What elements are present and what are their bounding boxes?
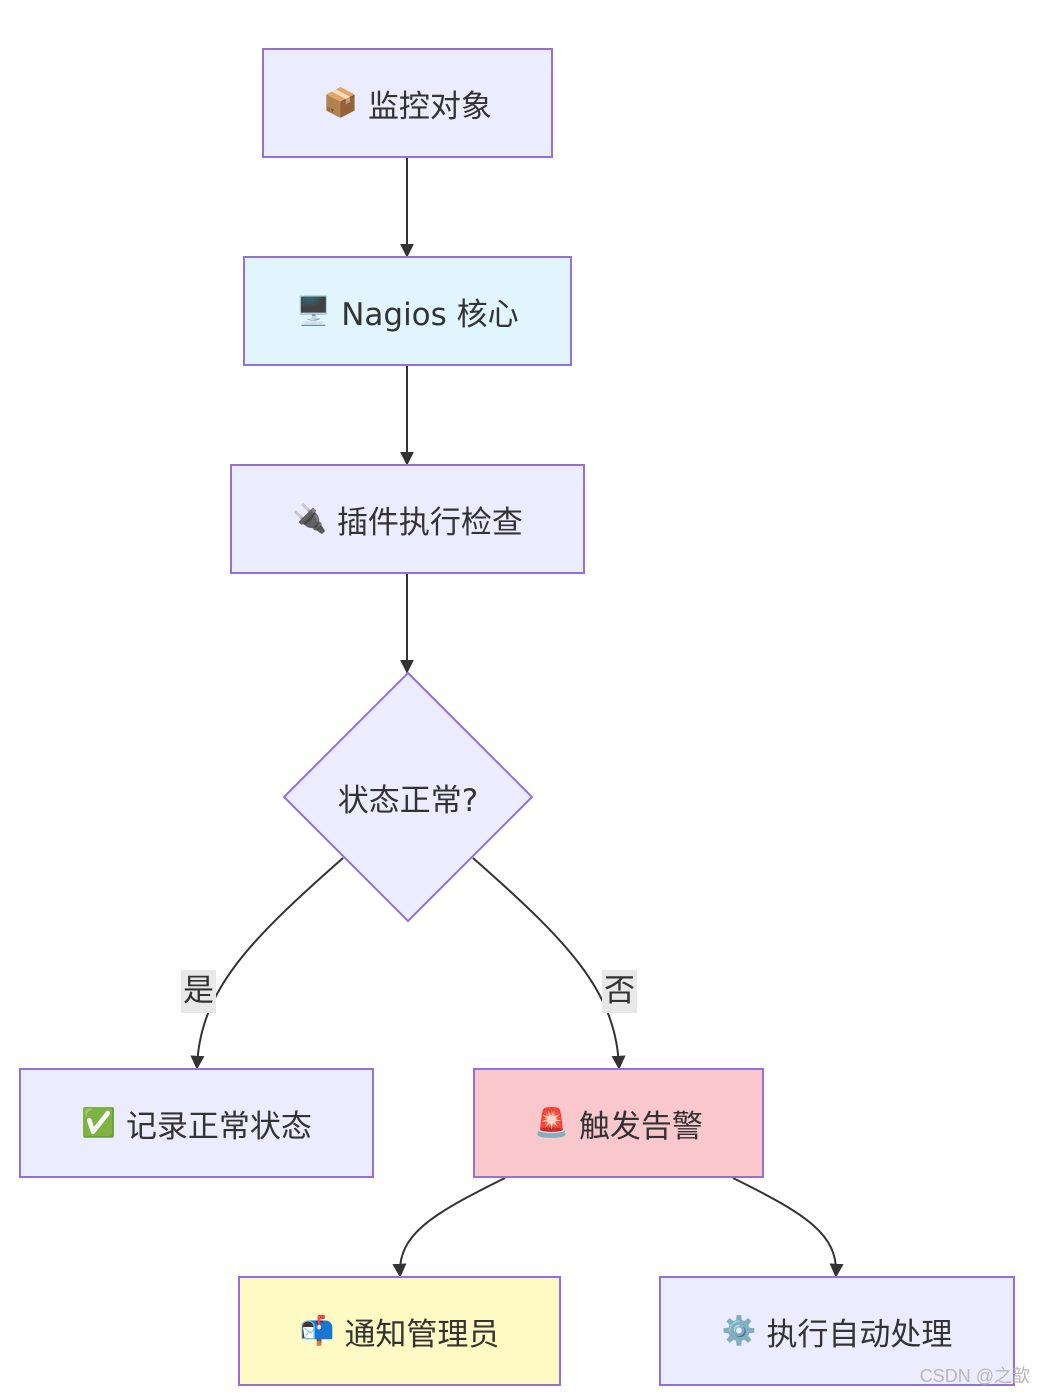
node-plugin-check-label: 插件执行检查 xyxy=(336,504,523,541)
mailbox-icon: 📬 xyxy=(299,1314,335,1347)
desktop-computer-icon: 🖥️ xyxy=(296,294,332,327)
gear-icon: ⚙️ xyxy=(721,1314,757,1347)
node-record-normal-label: 记录正常状态 xyxy=(125,1108,312,1145)
node-monitor-target[interactable]: 📦 监控对象 xyxy=(262,48,553,158)
package-icon: 📦 xyxy=(323,86,358,119)
decision-diamond-shape xyxy=(282,671,534,923)
node-record-normal[interactable]: ✅ 记录正常状态 xyxy=(19,1068,374,1178)
node-notify-admin[interactable]: 📬 通知管理员 xyxy=(238,1276,561,1386)
node-nagios-core[interactable]: 🖥️ Nagios 核心 xyxy=(243,256,572,366)
node-trigger-alert-label: 触发告警 xyxy=(578,1108,703,1145)
edge-alert-to-notify xyxy=(392,1177,506,1278)
node-nagios-core-label: Nagios 核心 xyxy=(341,296,519,333)
edge-decision-to-alert xyxy=(472,857,626,1070)
siren-icon: 🚨 xyxy=(534,1106,569,1139)
watermark: CSDN @之歆 xyxy=(919,1366,1030,1386)
node-auto-handle-label: 执行自动处理 xyxy=(766,1316,953,1353)
edge-label-yes: 是 xyxy=(181,970,216,1013)
node-monitor-target-label: 监控对象 xyxy=(367,88,492,125)
edge-label-no: 否 xyxy=(602,970,637,1013)
plug-icon: 🔌 xyxy=(292,502,327,535)
node-notify-admin-label: 通知管理员 xyxy=(344,1316,500,1353)
node-status-decision-label: 状态正常? xyxy=(337,783,479,819)
edge-decision-to-normal xyxy=(190,857,344,1070)
node-trigger-alert[interactable]: 🚨 触发告警 xyxy=(473,1068,764,1178)
node-auto-handle[interactable]: ⚙️ 执行自动处理 xyxy=(659,1276,1015,1386)
check-mark-icon: ✅ xyxy=(81,1106,116,1139)
edge-alert-to-auto xyxy=(732,1177,844,1278)
node-status-decision[interactable]: 状态正常? xyxy=(308,775,508,820)
node-plugin-check[interactable]: 🔌 插件执行检查 xyxy=(230,464,585,574)
